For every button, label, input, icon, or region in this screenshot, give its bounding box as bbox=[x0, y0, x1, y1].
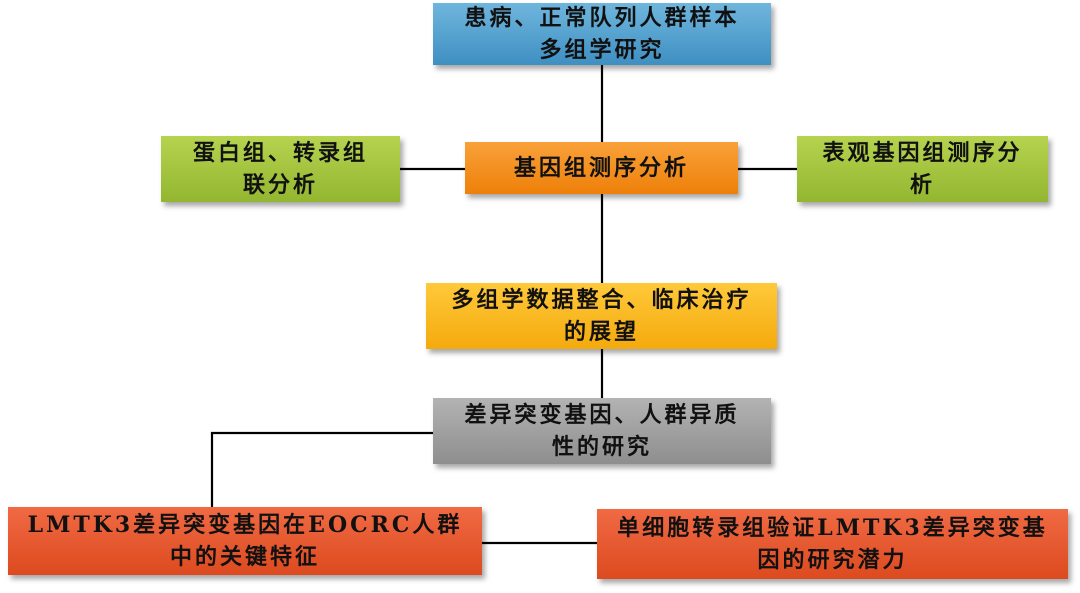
node-line: 多组学研究 bbox=[539, 37, 665, 63]
node-epigenome-sequencing: 表观基因组测序分 析 bbox=[797, 136, 1048, 202]
node-line: 多组学数据整合、临床治疗 bbox=[451, 287, 752, 313]
node-line: 中的关键特征 bbox=[169, 544, 320, 570]
node-line: 的展望 bbox=[563, 319, 639, 345]
node-line: 析 bbox=[909, 172, 935, 198]
node-proteome-transcriptome: 蛋白组、转录组 联分析 bbox=[161, 136, 400, 202]
node-line: 蛋白组、转录组 bbox=[192, 140, 368, 166]
node-genome-sequencing: 基因组测序分析 bbox=[465, 142, 738, 194]
node-line: 联分析 bbox=[242, 172, 318, 198]
node-cohort-multiomics: 患病、正常队列人群样本 多组学研究 bbox=[433, 3, 771, 65]
node-line: 差异突变基因、人群异质 bbox=[464, 402, 740, 428]
node-line: LMTK3差异突变基因在EOCRC人群 bbox=[27, 512, 463, 538]
node-line: 患病、正常队列人群样本 bbox=[464, 5, 740, 31]
node-line: 性的研究 bbox=[551, 434, 652, 460]
node-single-cell-validation: 单细胞转录组验证LMTK3差异突变基 因的研究潜力 bbox=[597, 509, 1068, 579]
node-line: 基因组测序分析 bbox=[513, 155, 689, 181]
node-line: 因的研究潜力 bbox=[757, 547, 908, 573]
edge-diff-lmtk bbox=[210, 431, 433, 507]
node-lmtk3-key-features: LMTK3差异突变基因在EOCRC人群 中的关键特征 bbox=[8, 507, 482, 575]
node-data-integration: 多组学数据整合、临床治疗 的展望 bbox=[426, 283, 777, 349]
node-line: 单细胞转录组验证LMTK3差异突变基 bbox=[617, 515, 1048, 541]
node-line: 表观基因组测序分 bbox=[822, 140, 1023, 166]
node-differential-mutation: 差异突变基因、人群异质 性的研究 bbox=[433, 398, 771, 464]
